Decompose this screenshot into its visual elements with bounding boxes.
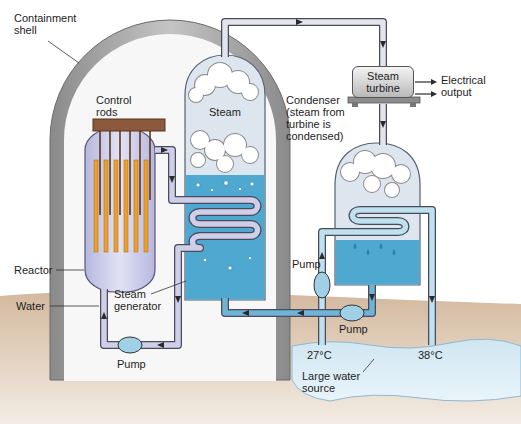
- part-label: Containment shell: [14, 12, 84, 36]
- pipes: [104, 22, 432, 345]
- part-label: Steam: [209, 106, 241, 118]
- control-rod-drive: [93, 119, 165, 131]
- turbine-base: [348, 97, 420, 107]
- temperature-label: 38°C: [418, 349, 443, 361]
- part-label: Condenser (steam from turbine is condens…: [286, 94, 362, 142]
- temperature-label: 27°C: [307, 349, 332, 361]
- flow-arrows: [101, 19, 435, 348]
- part-label: Large water source: [302, 370, 372, 394]
- part-label: Steam generator: [114, 288, 174, 312]
- turbine-box: Steam turbine: [352, 66, 414, 98]
- part-label: Pump: [339, 323, 368, 335]
- containment-interior: [64, 34, 276, 381]
- part-label: Water: [16, 300, 45, 312]
- node-text: Steam turbine: [357, 70, 409, 94]
- output-label: Electrical output: [441, 74, 511, 98]
- electrical-output-arrows: [415, 79, 437, 97]
- part-label: Reactor: [14, 264, 53, 276]
- part-label: Control rods: [96, 94, 144, 118]
- containment-shell: [50, 20, 290, 380]
- part-label: Pump: [117, 358, 146, 370]
- reactor: [85, 119, 165, 292]
- part-label: Pump: [292, 258, 321, 270]
- leader-lines: [48, 41, 374, 372]
- pumps: [118, 272, 364, 353]
- steam-generator: [185, 55, 265, 300]
- water-source: [292, 339, 521, 401]
